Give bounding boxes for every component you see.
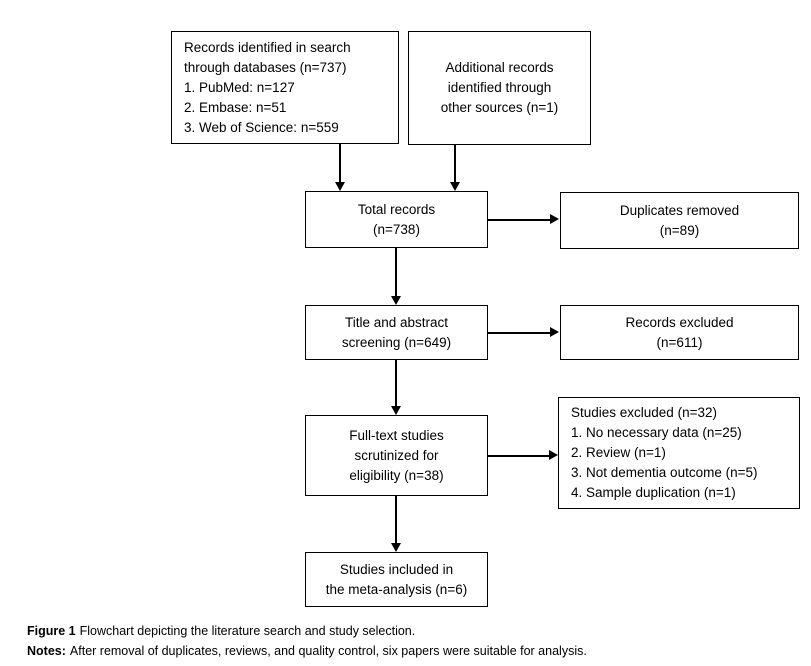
connector-records-to-total xyxy=(339,144,341,183)
box-duplicates-removed: Duplicates removed (n=89) xyxy=(560,192,799,249)
box-studies-excluded: Studies excluded (n=32) 1. No necessary … xyxy=(558,397,800,509)
connector-screening-to-fulltext xyxy=(395,360,397,406)
connector-fulltext-to-included xyxy=(395,496,397,543)
connector-screening-to-excluded xyxy=(488,332,550,334)
box-records-excluded: Records excluded (n=611) xyxy=(560,305,799,360)
arrowhead-right-icon xyxy=(550,327,559,338)
notes-label: Notes: xyxy=(27,643,66,658)
connector-additional-to-total xyxy=(454,145,456,183)
arrowhead-down-icon xyxy=(390,543,401,552)
arrowhead-down-icon xyxy=(390,406,401,415)
connector-total-to-duplicates xyxy=(488,219,550,221)
arrowhead-down-icon xyxy=(334,182,345,191)
box-additional-records: Additional records identified through ot… xyxy=(408,31,591,145)
box-total-records: Total records (n=738) xyxy=(305,191,488,248)
box-full-text-studies: Full-text studies scrutinized for eligib… xyxy=(305,415,488,496)
arrowhead-down-icon xyxy=(449,182,460,191)
box-records-identified: Records identified in search through dat… xyxy=(171,31,399,144)
connector-total-to-screening xyxy=(395,248,397,296)
box-title-abstract-screening: Title and abstract screening (n=649) xyxy=(305,305,488,360)
figure-caption-text: Flowchart depicting the literature searc… xyxy=(79,624,416,638)
arrowhead-right-icon xyxy=(549,450,558,461)
figure-notes-text: After removal of duplicates, reviews, an… xyxy=(69,643,587,658)
connector-fulltext-to-studies-excluded xyxy=(488,455,549,457)
figure-notes-line: Notes:After removal of duplicates, revie… xyxy=(27,642,587,662)
arrowhead-down-icon xyxy=(390,296,401,305)
box-studies-included: Studies included in the meta-analysis (n… xyxy=(305,552,488,607)
figure-label: Figure 1 xyxy=(27,624,76,638)
arrowhead-right-icon xyxy=(550,214,559,225)
